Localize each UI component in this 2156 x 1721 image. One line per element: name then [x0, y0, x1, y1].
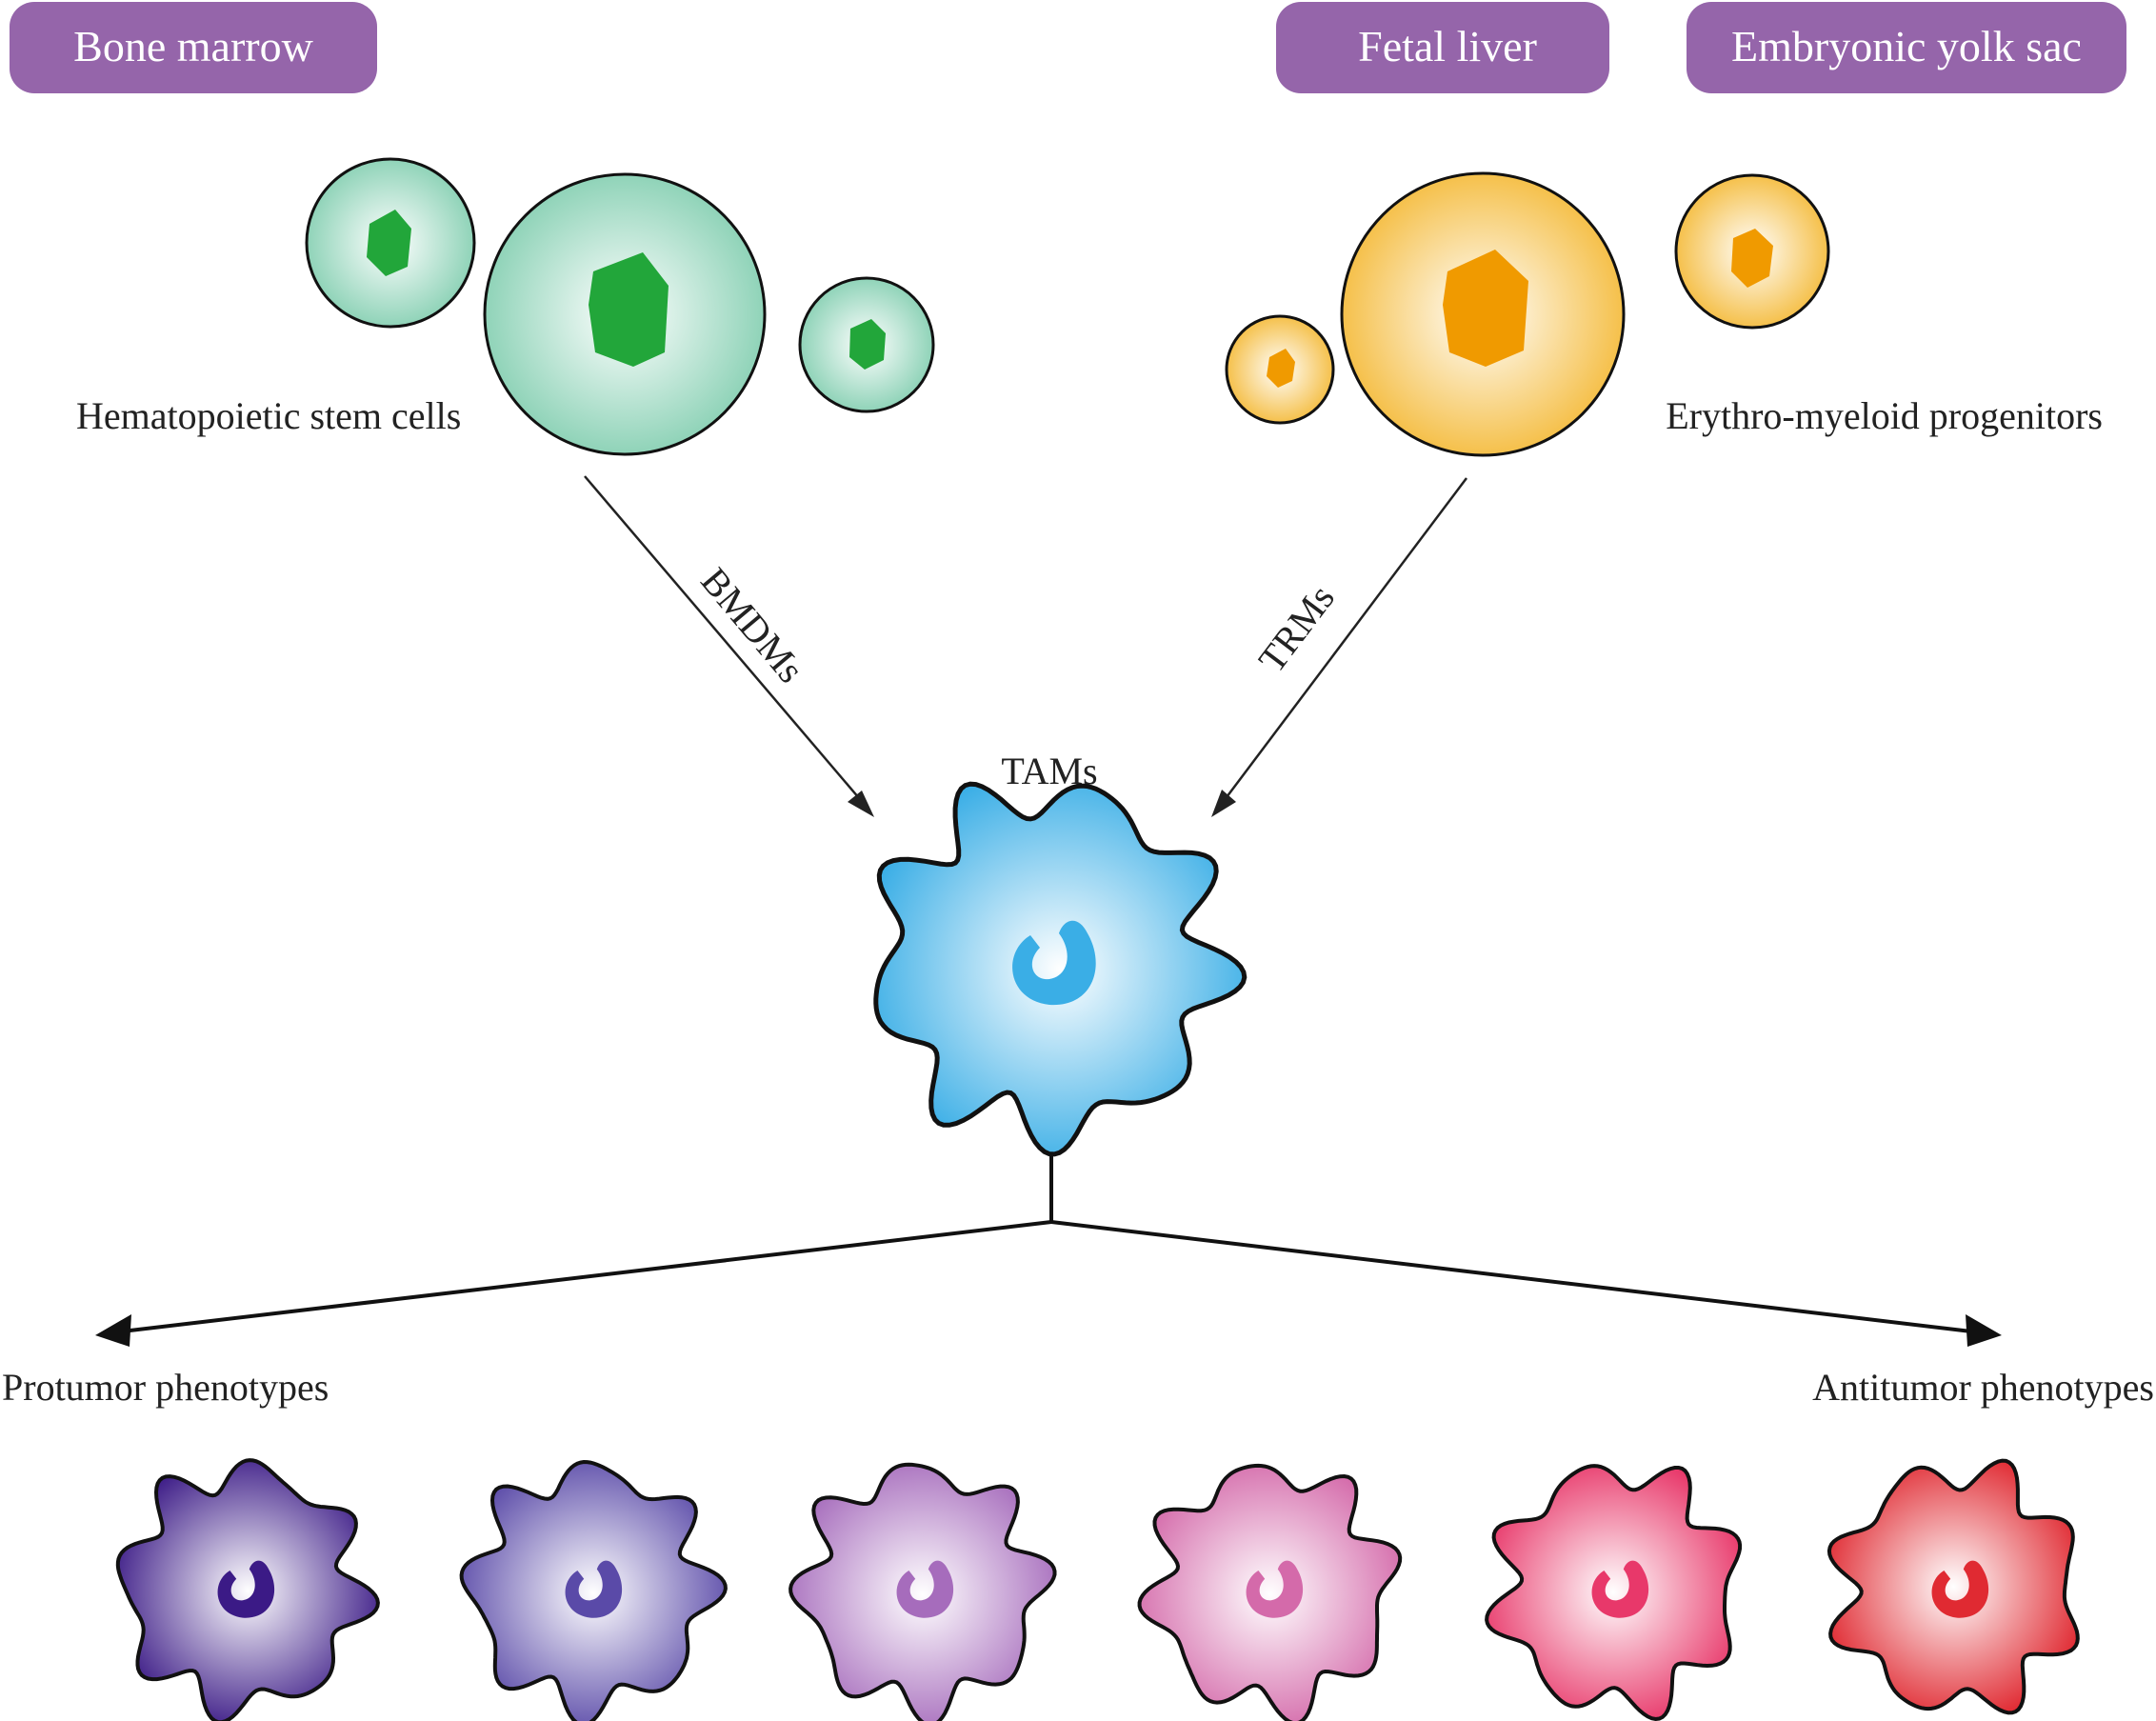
protumor-label: Protumor phenotypes [2, 1366, 329, 1409]
phenotype-cell [115, 1458, 380, 1721]
arrow-emp-to-tams [1211, 477, 1467, 817]
phenotype-cell [1827, 1458, 2080, 1715]
antitumor-label: Antitumor phenotypes [1812, 1366, 2154, 1409]
cell-body [115, 1458, 380, 1721]
emp-nucleus [1443, 250, 1528, 367]
cell-body [1827, 1458, 2080, 1715]
source-fetal-liver-label: Fetal liver [1358, 22, 1537, 70]
emp-nucleus [1731, 229, 1773, 288]
cell-nucleus [1012, 920, 1096, 1006]
emp-nucleus [1267, 349, 1295, 388]
source-bone-marrow: Bone marrow [10, 2, 377, 93]
cell-nucleus [896, 1560, 954, 1618]
cell-body [459, 1459, 728, 1721]
source-bone-marrow-label: Bone marrow [73, 22, 313, 70]
cell-nucleus [217, 1560, 275, 1618]
phenotype-row [115, 1458, 2080, 1721]
trms-label: TRMs [1249, 577, 1342, 681]
cell-body [1137, 1463, 1403, 1721]
arrow-head-right [1966, 1314, 2002, 1347]
arrow-head-left [95, 1314, 131, 1347]
source-fetal-liver: Fetal liver [1276, 2, 1609, 93]
hsc-nucleus [589, 252, 669, 367]
emp-cell-small-right [1674, 173, 1830, 330]
hsc-nucleus [367, 210, 411, 276]
hsc-cell-small-left [305, 157, 476, 329]
phenotype-cell [1137, 1463, 1403, 1721]
cell-body [789, 1462, 1057, 1721]
cell-nucleus [1591, 1560, 1649, 1618]
phenotype-cell [459, 1459, 728, 1721]
hsc-nucleus [849, 319, 886, 370]
phenotype-cell [1485, 1464, 1743, 1721]
hsc-cell-small-right [798, 276, 935, 413]
emp-cell-small-left [1225, 314, 1335, 425]
cell-nucleus [565, 1560, 623, 1618]
cell-body [1485, 1464, 1743, 1721]
cell-nucleus [1931, 1560, 1989, 1618]
source-yolk-sac: Embryonic yolk sac [1687, 2, 2126, 93]
emp-label: Erythro-myeloid progenitors [1666, 394, 2103, 437]
source-yolk-sac-label: Embryonic yolk sac [1731, 22, 2082, 70]
cell-body [873, 781, 1248, 1157]
phenotype-cell [789, 1462, 1057, 1721]
phenotype-branch [95, 1154, 2002, 1347]
hsc-label: Hematopoietic stem cells [76, 394, 461, 437]
emp-cell-large [1340, 171, 1626, 457]
arrow-hsc-to-tams [584, 475, 874, 817]
hsc-cell-large [483, 172, 767, 456]
cell-nucleus [1246, 1560, 1304, 1618]
tam-cell [873, 781, 1248, 1157]
